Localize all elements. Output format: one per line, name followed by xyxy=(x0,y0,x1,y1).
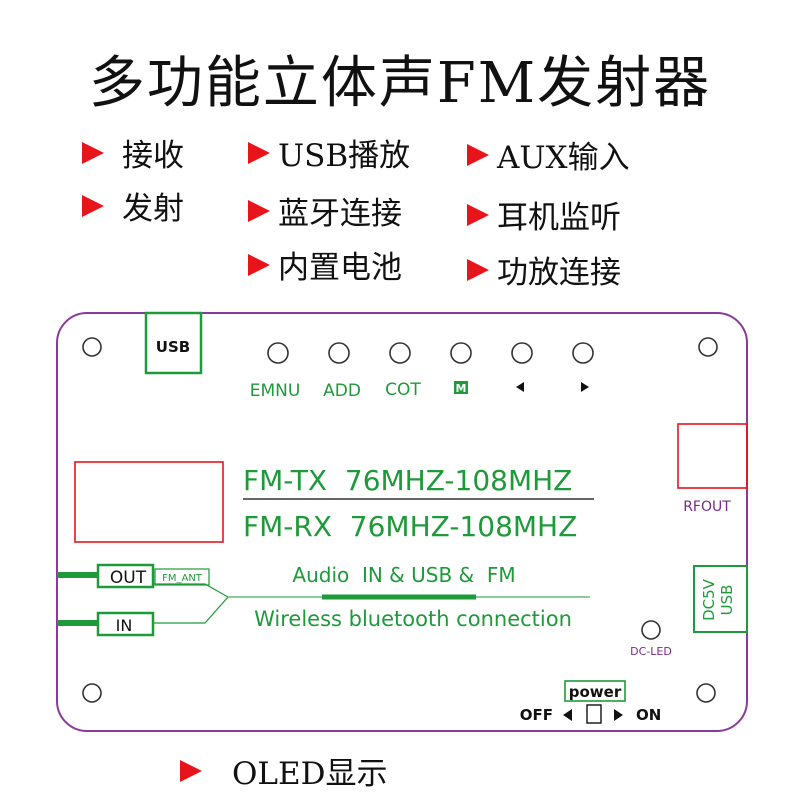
audio-text: Audio IN & USB & FM xyxy=(292,563,515,587)
button-prev xyxy=(511,342,533,364)
triangle-bullet-icon xyxy=(248,199,270,222)
fm-ant-label: FM_ANT xyxy=(162,573,203,584)
feature-label: 接收 xyxy=(122,138,184,174)
power-label: power xyxy=(569,683,622,701)
dc5v-usb-label: USB xyxy=(718,585,736,616)
dc5v-port xyxy=(693,565,748,633)
feature-label: OLED显示 xyxy=(232,756,388,792)
triangle-bullet-icon xyxy=(180,759,202,782)
out-connector xyxy=(96,563,155,589)
board-outline xyxy=(56,312,748,732)
feature-receive: 接收 xyxy=(82,130,184,175)
feature-amplifier: 功放连接 xyxy=(467,247,621,292)
power-switch-frame xyxy=(564,680,626,702)
triangle-bullet-icon xyxy=(467,203,489,226)
feature-label: AUX输入 xyxy=(497,140,630,176)
wireless-text: Wireless bluetooth connection xyxy=(254,607,572,631)
triangle-bullet-icon xyxy=(82,141,104,164)
in-cable xyxy=(57,620,97,626)
triangle-bullet-icon xyxy=(82,194,104,217)
dc-led xyxy=(641,620,661,640)
triangle-bullet-icon xyxy=(467,258,489,281)
in-connector xyxy=(96,611,155,637)
button-cot xyxy=(389,342,411,364)
in-label: IN xyxy=(116,616,133,635)
fm-ant-box xyxy=(154,568,210,586)
mounting-hole xyxy=(696,683,716,703)
button-add xyxy=(328,342,350,364)
button-label-m: M xyxy=(456,382,467,395)
spec-rx: FM-RX 76MHZ-108MHZ xyxy=(243,510,577,543)
oled-display-outline xyxy=(74,461,224,543)
usb-port xyxy=(144,311,203,375)
right-arrow-icon xyxy=(581,382,589,392)
off-label: OFF xyxy=(520,706,553,724)
feature-label: 功放连接 xyxy=(497,255,621,291)
triangle-bullet-icon xyxy=(467,143,489,166)
feature-label: 蓝牙连接 xyxy=(278,196,402,232)
feature-transmit: 发射 xyxy=(82,183,184,228)
feature-label: 耳机监听 xyxy=(497,200,621,236)
feature-label: USB播放 xyxy=(278,138,411,174)
feature-usb-play: USB播放 xyxy=(248,130,410,175)
on-label: ON xyxy=(636,706,661,724)
dc-led-label: DC-LED xyxy=(630,645,672,658)
power-left-arrow-icon xyxy=(563,709,572,721)
triangle-bullet-icon xyxy=(248,141,270,164)
mounting-hole xyxy=(82,683,102,703)
feature-oled: OLED显示 xyxy=(180,748,387,793)
button-label-emnu: EMNU xyxy=(250,381,301,401)
button-emnu xyxy=(267,342,289,364)
power-switch-slider xyxy=(586,704,602,724)
mounting-hole xyxy=(82,337,102,357)
button-label-cot: COT xyxy=(385,380,421,400)
feature-headphone: 耳机监听 xyxy=(467,192,621,237)
m-badge xyxy=(454,381,468,394)
dc5v-label: DC5V xyxy=(700,578,718,621)
rfout-label: RFOUT xyxy=(683,499,731,515)
usb-port-label: USB xyxy=(156,338,190,356)
out-label: OUT xyxy=(110,568,147,588)
feature-battery: 内置电池 xyxy=(248,242,402,287)
button-next xyxy=(572,342,594,364)
signal-route xyxy=(153,583,229,624)
left-arrow-icon xyxy=(516,382,524,392)
triangle-bullet-icon xyxy=(248,253,270,276)
feature-label: 发射 xyxy=(122,191,184,227)
button-m xyxy=(450,342,472,364)
feature-aux: AUX输入 xyxy=(467,132,630,177)
power-right-arrow-icon xyxy=(614,709,623,721)
page-title: 多功能立体声FM发射器 xyxy=(88,51,712,116)
feature-bluetooth: 蓝牙连接 xyxy=(248,188,402,233)
mounting-hole xyxy=(698,337,718,357)
button-label-add: ADD xyxy=(323,381,361,401)
rfout-connector xyxy=(677,423,748,489)
out-cable xyxy=(57,572,97,578)
spec-tx: FM-TX 76MHZ-108MHZ xyxy=(243,464,572,497)
feature-label: 内置电池 xyxy=(278,250,402,286)
